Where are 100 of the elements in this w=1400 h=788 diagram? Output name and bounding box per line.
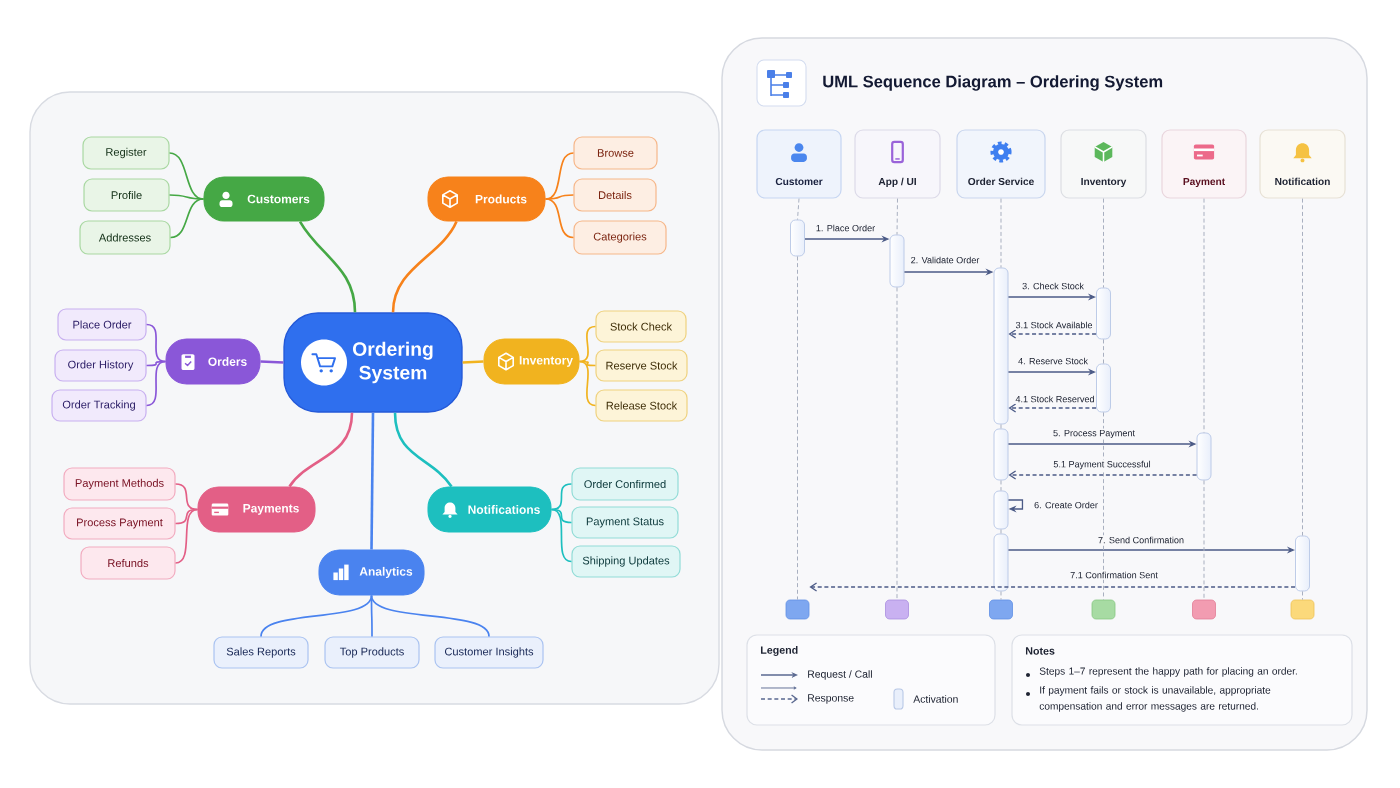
subtopic-box: Payment Status [571, 506, 679, 539]
message-arrow [809, 582, 1296, 592]
edge-label: 2. Validate Order [909, 255, 981, 265]
subtopic-box: Addresses [79, 220, 171, 255]
lifeline-end-box [1091, 599, 1116, 620]
participant-box: Order Service [956, 129, 1046, 199]
lifeline [1000, 423, 1002, 430]
participant-box: Customer [756, 129, 842, 199]
lifeline [1302, 198, 1303, 537]
lifeline-end-box [1192, 599, 1216, 620]
message-arrow [1007, 499, 1024, 513]
edge-label: 3. Check Stock [1020, 281, 1086, 291]
activation-bar [889, 234, 905, 288]
subtopic-box: Register [82, 136, 170, 170]
topic-box: Products [427, 176, 546, 222]
branch-line [550, 508, 573, 563]
edge-label: 7. Send Confirmation [1096, 535, 1186, 545]
lifeline [797, 255, 798, 601]
subtopic-box: Sales Reports [213, 636, 309, 669]
lifeline-end-box [1290, 599, 1315, 620]
branch-line [145, 323, 167, 363]
branch-line [370, 412, 375, 550]
message-arrow [1008, 329, 1097, 339]
topic-box: Notifications [427, 486, 552, 533]
lifeline [1000, 528, 1002, 535]
branch-line [544, 198, 575, 239]
activation-bar [993, 533, 1009, 592]
activation-bar [993, 267, 1009, 425]
lifeline [1103, 198, 1104, 289]
subtopic-box: Refunds [80, 546, 176, 580]
lifeline [896, 198, 898, 236]
branch-line [288, 412, 354, 488]
subtopic-box: Process Payment [63, 507, 176, 540]
activation-bar [993, 428, 1009, 481]
topic-box: Customers [203, 176, 325, 222]
subtopic-box: Release Stock [595, 389, 688, 422]
panel-heading: UML Sequence Diagram – Ordering System [823, 75, 1163, 91]
branch-line [462, 360, 484, 364]
lifeline [1203, 198, 1205, 434]
participant-box: Payment [1161, 129, 1247, 199]
branch-line [578, 360, 597, 407]
subtopic-box: Shipping Updates [571, 545, 681, 578]
subtopic-box: Order Tracking [51, 389, 147, 422]
edge-label: 5. Process Payment [1051, 428, 1137, 440]
branch-line [370, 594, 490, 638]
lifeline [896, 286, 898, 601]
edge-label: 7.1 Confirmation Sent [1068, 570, 1160, 580]
subtopic-box: Stock Check [595, 310, 687, 343]
subtopic-box: Order History [54, 349, 147, 382]
subtopic-box: Top Products [324, 636, 420, 669]
subtopic-box: Browse [573, 136, 658, 170]
legend-label: Response [808, 694, 854, 704]
branch-line [260, 594, 373, 638]
note-text: If payment fails or stock is unavailable, appropriate compensation and error messages are returned. [1039, 686, 1271, 712]
subtopic-box: Place Order [57, 308, 147, 341]
edge-label: 5.1 Payment Successful [1052, 459, 1152, 471]
message-arrow [1008, 403, 1097, 413]
legend-label: Activation [913, 695, 958, 703]
lifeline [1103, 338, 1104, 365]
subtopic-box: Payment Methods [63, 467, 176, 501]
note-text: Steps 1–7 represent the happy path for placing an order. [1039, 667, 1297, 677]
lifeline [1302, 590, 1303, 601]
participant-box: Notification [1259, 129, 1346, 199]
subtopic-box: Profile [83, 178, 170, 212]
activation-bar [790, 219, 805, 257]
box-heading: Notes [1026, 647, 1055, 655]
activation-bar [1196, 432, 1212, 481]
activation-bar [1295, 535, 1310, 592]
branch-line [550, 483, 573, 511]
subtopic-box: Customer Insights [434, 636, 544, 669]
lifeline-end-box [785, 599, 810, 620]
branch-line [391, 220, 458, 313]
branch-line [145, 360, 167, 407]
activation-bar [993, 490, 1009, 530]
subtopic-box: Reserve Stock [595, 349, 688, 382]
branch-line [393, 412, 453, 488]
lifeline-end-box [885, 599, 909, 620]
lifeline [1103, 411, 1104, 601]
lifeline-end-box [989, 599, 1013, 620]
legend-label: Request / Call [808, 670, 872, 680]
message-arrow [1008, 470, 1198, 480]
subtopic-box: Order Confirmed [571, 467, 679, 501]
subtopic-box: Details [573, 178, 657, 212]
lifeline [1203, 479, 1205, 601]
lifeline [797, 198, 800, 221]
participant-box: Inventory [1060, 129, 1147, 199]
edge-label: 1. Place Order [814, 223, 877, 233]
branch-line [174, 483, 199, 511]
branch-line [174, 508, 199, 564]
lifeline [1000, 590, 1002, 601]
box-heading: Legend [761, 646, 798, 656]
lifeline [1000, 198, 1002, 269]
subtopic-box: Categories [573, 220, 667, 255]
edge-label: 3.1 Stock Available [1014, 320, 1094, 330]
branch-line [298, 220, 357, 313]
edge-label: 6. Create Order [1032, 500, 1100, 510]
branch-line [169, 198, 205, 239]
edge-label: 4.1 Stock Reserved [1014, 394, 1096, 404]
branch-line [260, 360, 284, 364]
activation-bar [1096, 287, 1111, 340]
